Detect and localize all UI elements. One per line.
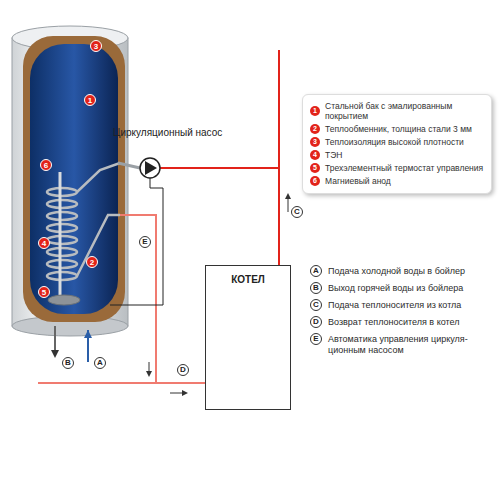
pump-symbol: [140, 158, 160, 178]
callout-number: 2: [86, 256, 98, 268]
legend-letter: D: [310, 316, 322, 328]
callout-number: 1: [84, 94, 96, 106]
key-text: Магниевый анод: [325, 176, 391, 186]
pipe-letter: C: [291, 206, 303, 218]
legend-text: Автоматика управления циркуля- ционным н…: [328, 334, 488, 356]
node-title: КОТЕЛ: [206, 274, 290, 285]
supply-pipe: [118, 50, 291, 265]
key-row: 2 Теплообменник, толщина стали 3 мм: [310, 124, 485, 134]
callout-number: 3: [310, 137, 320, 147]
pipe-letter: D: [177, 364, 189, 376]
key-text: Стальной бак с эмалированным покрытием: [325, 101, 485, 121]
callout-number: 2: [310, 124, 320, 134]
legend-letter: A: [310, 265, 322, 277]
parts-key-box: 1 Стальной бак с эмалированным покрытием 2…: [302, 94, 492, 194]
water-heater: [12, 26, 128, 362]
legend-text: Возврат теплоносителя в котел: [328, 317, 493, 328]
key-row: 4 ТЭН: [310, 150, 485, 160]
pipe-letter: E: [139, 236, 151, 248]
legend-letter: E: [310, 333, 322, 345]
callout-number: 6: [40, 159, 52, 171]
boiler-box: КОТЕЛ: [205, 265, 291, 410]
legend-text: Подача теплоносителя из котла: [328, 300, 493, 311]
pipe-letter: A: [94, 357, 106, 369]
callout-number: 5: [310, 163, 320, 173]
callout-number: 5: [38, 286, 50, 298]
control-wire: [110, 178, 163, 305]
key-text: ТЭН: [325, 150, 342, 160]
key-row: 1 Стальной бак с эмалированным покрытием: [310, 101, 485, 121]
pump-label: Циркуляционный насос: [113, 127, 233, 138]
legend-letter: C: [310, 299, 322, 311]
legend-letter: B: [310, 282, 322, 294]
key-text: Теплоизоляция высокой плотности: [325, 137, 464, 147]
legend-text: Подача холодной воды в бойлер: [328, 266, 493, 277]
key-row: 5 Трехэлементный термостат управления: [310, 163, 485, 173]
key-row: 6 Магниевый анод: [310, 176, 485, 186]
callout-number: 4: [38, 237, 50, 249]
callout-number: 6: [310, 176, 320, 186]
callout-number: 4: [310, 150, 320, 160]
key-text: Теплообменник, толщина стали 3 мм: [325, 124, 472, 134]
callout-number: 3: [90, 40, 102, 52]
legend-text: Выход горячей воды из бойлера: [328, 283, 493, 294]
callout-number: 1: [310, 106, 320, 116]
key-row: 3 Теплоизоляция высокой плотности: [310, 137, 485, 147]
key-text: Трехэлементный термостат управления: [325, 163, 483, 173]
pipe-letter: B: [62, 357, 74, 369]
